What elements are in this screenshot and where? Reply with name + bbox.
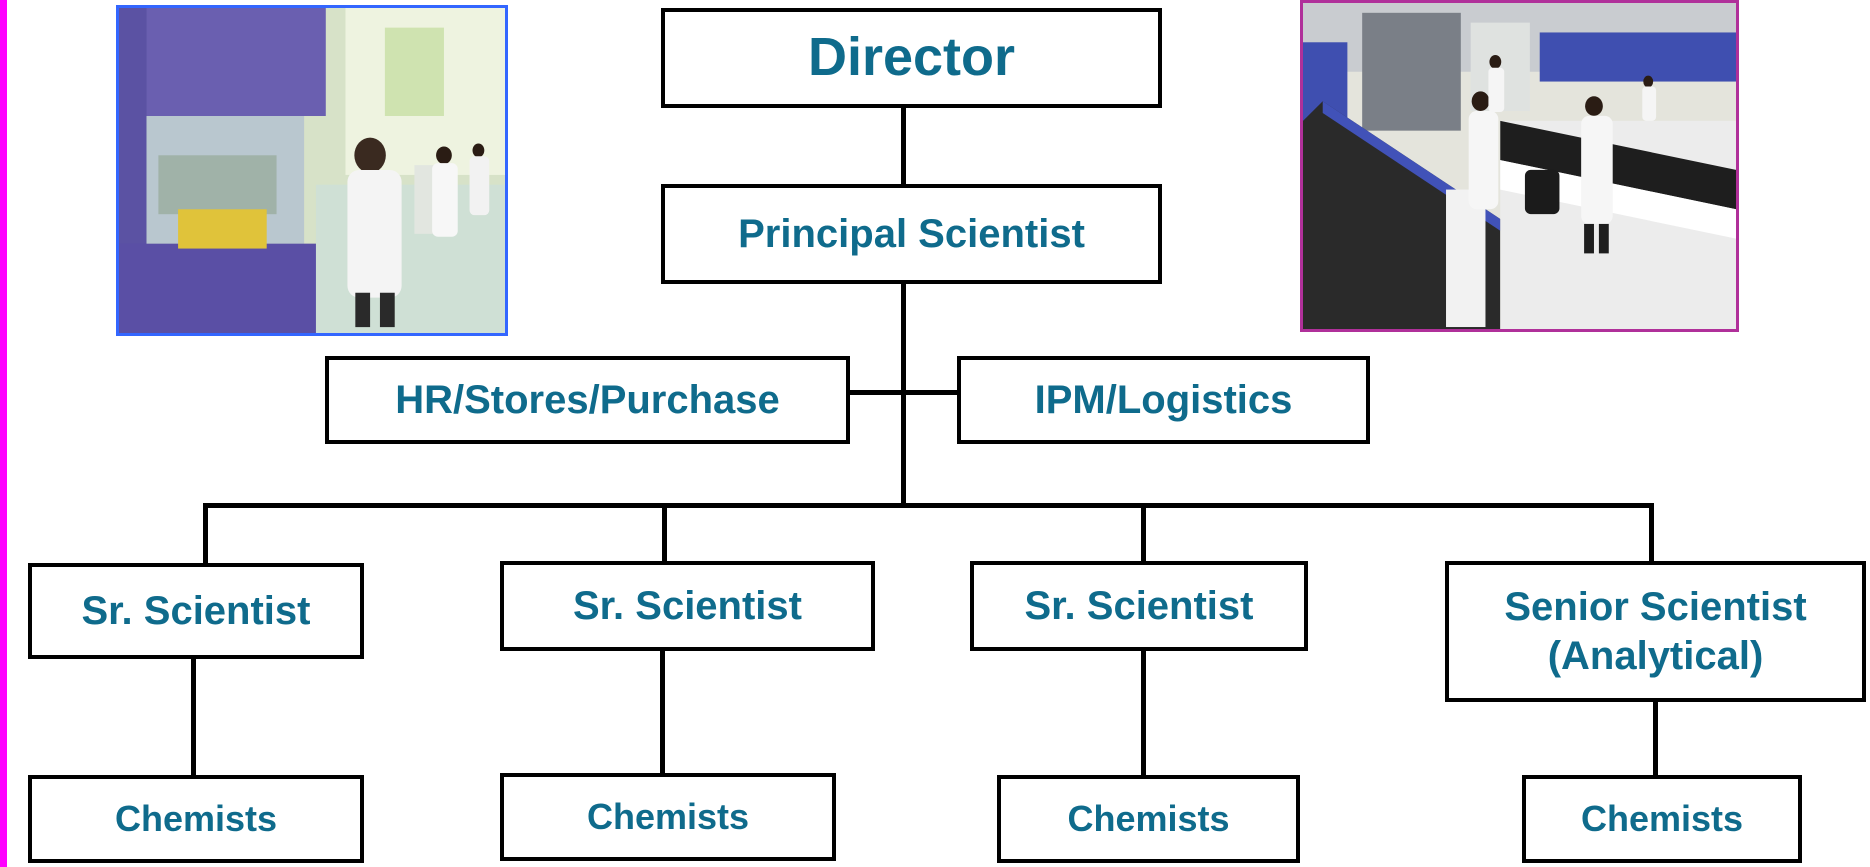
sr-scientist-box-1: Sr. Scientist [28,563,364,659]
hr-stores-purchase-box: HR/Stores/Purchase [325,356,850,444]
connector-director-principal [901,106,906,186]
sr-scientist-box-2: Sr. Scientist [500,561,875,651]
sr-scientist-label-2: Sr. Scientist [573,583,802,628]
connector-horizontal-bus [203,503,1654,508]
connector-scientist-1-chemists [191,658,196,778]
senior-scientist-analytical-box: Senior Scientist (Analytical) [1445,561,1866,702]
lab-photo-left-image [119,8,505,333]
connector-principal-trunk [901,282,906,506]
connector-drop-scientist-4 [1649,503,1654,565]
chemists-box-2: Chemists [500,773,836,861]
connector-scientist-4-chemists [1653,700,1658,778]
chemists-label-3: Chemists [1067,798,1230,840]
sr-scientist-box-3: Sr. Scientist [970,561,1308,651]
connector-drop-scientist-3 [1141,503,1146,565]
connector-drop-scientist-2 [662,503,667,565]
lab-photo-right [1300,0,1739,332]
principal-scientist-box: Principal Scientist [661,184,1162,284]
chemists-label-2: Chemists [586,796,750,838]
chemists-box-1: Chemists [28,775,364,863]
connector-scientist-2-chemists [660,649,665,775]
director-box: Director [661,8,1162,108]
ipm-logistics-label: IPM/Logistics [1034,377,1293,422]
lab-photo-right-image [1303,3,1736,329]
sr-scientist-label-3: Sr. Scientist [1024,583,1254,628]
lab-photo-left [116,5,508,336]
ipm-logistics-box: IPM/Logistics [957,356,1370,444]
chemists-label-4: Chemists [1580,798,1744,840]
connector-support-right [905,390,960,395]
hr-stores-purchase-label: HR/Stores/Purchase [395,377,780,422]
principal-scientist-label: Principal Scientist [738,211,1085,256]
connector-drop-scientist-1 [203,503,208,565]
connector-support-left [848,390,902,395]
chemists-box-3: Chemists [997,775,1300,863]
chemists-label-1: Chemists [114,798,278,840]
senior-scientist-label: Senior Scientist [1504,584,1807,629]
analytical-label: (Analytical) [1547,633,1764,678]
sr-scientist-label-1: Sr. Scientist [81,588,311,633]
director-label: Director [807,27,1016,88]
left-accent-rule [0,0,7,867]
chemists-box-4: Chemists [1522,775,1802,863]
connector-scientist-3-chemists [1141,649,1146,778]
